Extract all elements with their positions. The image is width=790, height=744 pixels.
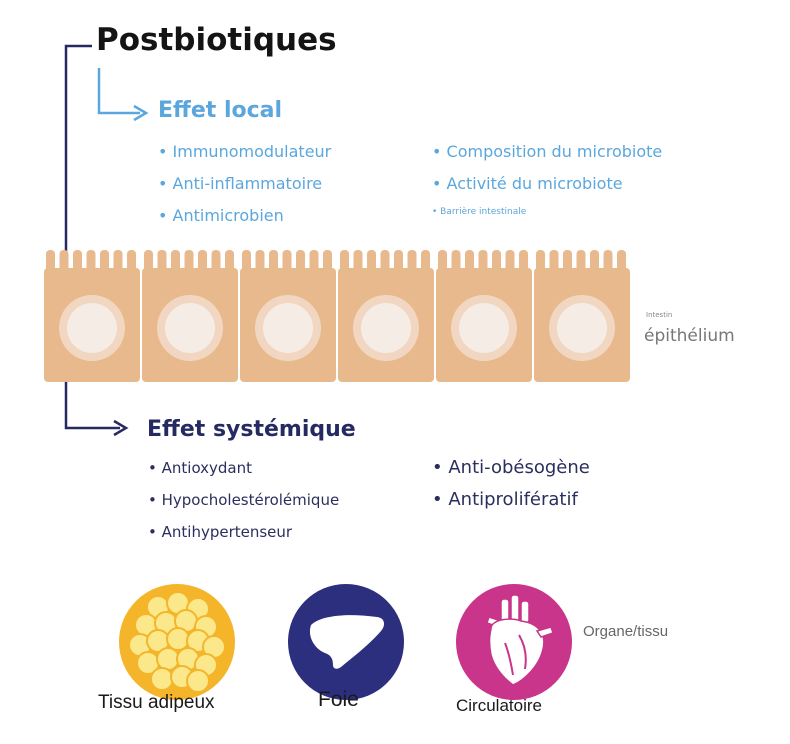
systemic-item: • Hypocholestérolémique xyxy=(148,491,340,509)
cell-nucleus xyxy=(459,303,509,353)
epithelial-cell xyxy=(44,250,140,382)
heart-icon xyxy=(456,584,572,700)
cell-nucleus xyxy=(557,303,607,353)
organ-label-adipose: Tissu adipeux xyxy=(98,692,215,713)
epithelial-cell xyxy=(240,250,336,382)
fat-cell-blob xyxy=(150,667,174,691)
systemic-item: • Antiprolifératif xyxy=(432,489,578,510)
local-item: • Activité du microbiote xyxy=(432,174,623,193)
local-item: • Composition du microbiote xyxy=(432,142,663,161)
systemic-effect-title: Effet systémique xyxy=(147,417,356,442)
local-connector-line xyxy=(97,68,140,115)
fat-cells-icon xyxy=(119,584,235,700)
epithelial-cell xyxy=(142,250,238,382)
local-effect-title: Effet local xyxy=(158,98,283,123)
cell-nucleus xyxy=(263,303,313,353)
systemic-item: • Antihypertenseur xyxy=(148,523,293,541)
epithelium-cells xyxy=(44,250,630,382)
fat-cell-blob xyxy=(166,627,190,651)
organ-label-liver: Foie xyxy=(318,688,359,711)
organ-label-circulatory: Circulatoire xyxy=(456,696,542,715)
cell-nucleus xyxy=(361,303,411,353)
cell-nucleus xyxy=(67,303,117,353)
liver-icon xyxy=(288,584,404,700)
epithelial-cell xyxy=(338,250,434,382)
fat-cell-blob xyxy=(186,669,210,693)
organ-category-label: Organe/tissu xyxy=(583,623,669,640)
systemic-connector-line xyxy=(64,44,120,430)
systemic-arrow-head xyxy=(113,419,129,437)
local-item: • Antimicrobien xyxy=(158,206,284,225)
cell-nucleus xyxy=(165,303,215,353)
systemic-item: • Antioxydant xyxy=(148,459,253,477)
local-arrow-head xyxy=(133,104,149,122)
systemic-item: • Anti-obésogène xyxy=(432,457,590,478)
local-item: • Anti-inflammatoire xyxy=(158,174,323,193)
intestin-label: Intestin xyxy=(646,311,673,319)
epithelial-cell xyxy=(534,250,630,382)
fat-cell-blob xyxy=(156,647,180,671)
epithelium-label: épithélium xyxy=(644,326,735,346)
local-item: • Barrière intestinale xyxy=(432,207,527,217)
local-item: • Immunomodulateur xyxy=(158,142,332,161)
diagram-title: Postbiotiques xyxy=(96,22,337,58)
epithelial-cell xyxy=(436,250,532,382)
